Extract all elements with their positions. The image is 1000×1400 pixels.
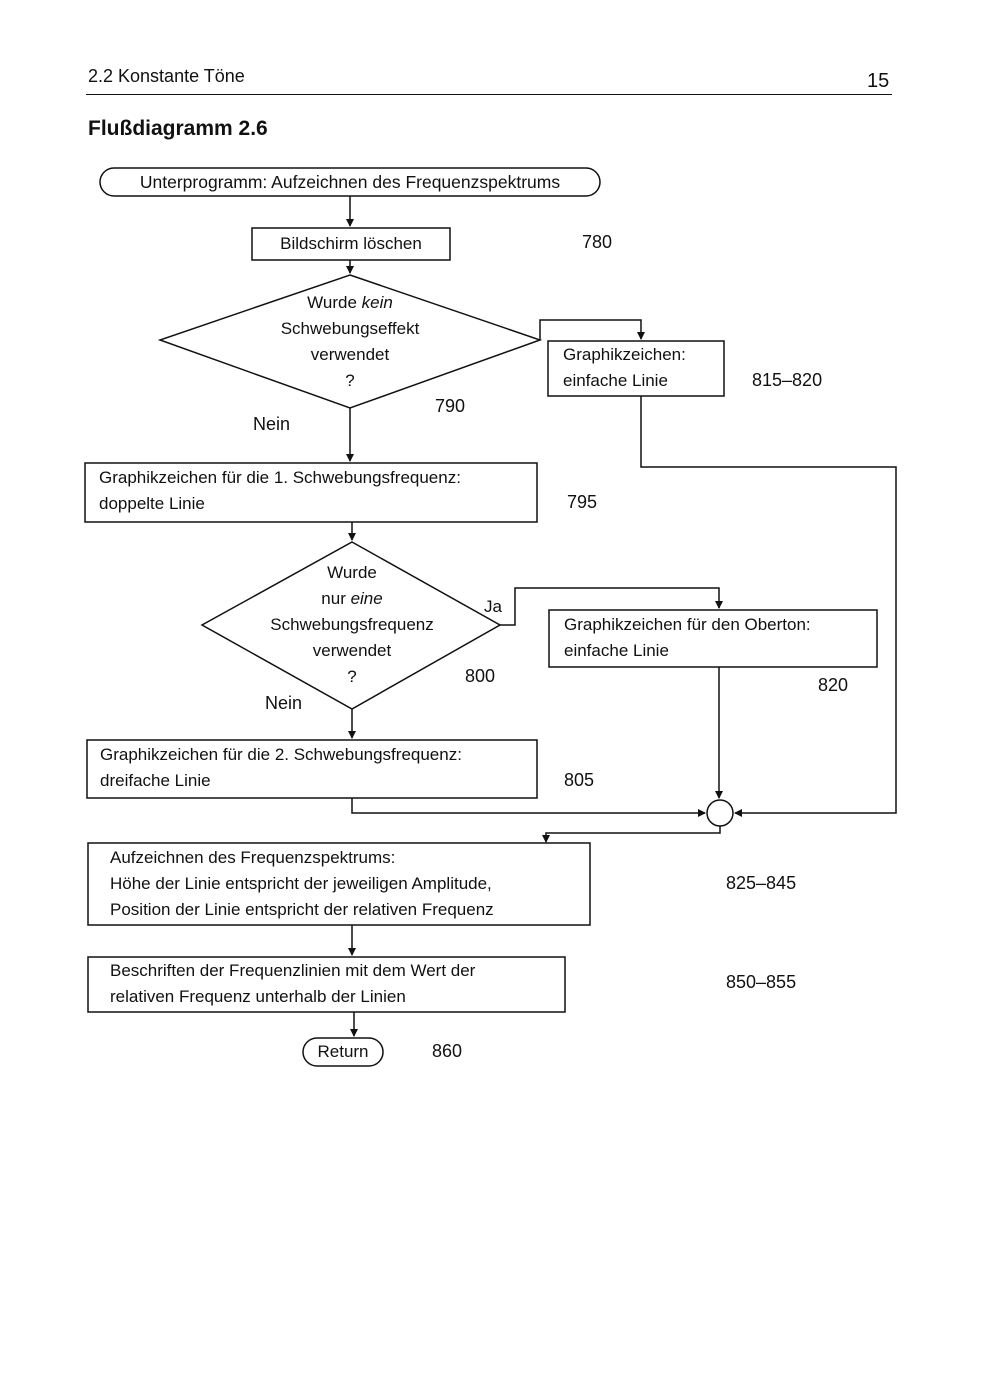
overtone-line1: Graphikzeichen für den Oberton: (564, 615, 811, 634)
line-number-label: 850–855 (726, 972, 797, 992)
header-rule (86, 94, 892, 95)
decision-no-beat-line3: verwendet (310, 345, 390, 364)
beat1-line2: doppelte Linie (99, 494, 205, 513)
overtone-box: Graphikzeichen für den Oberton: einfache… (564, 612, 811, 664)
edge-label-nein-2: Nein (265, 693, 303, 713)
beat2-box: Graphikzeichen für die 2. Schwebungsfreq… (100, 742, 462, 794)
decision-one-beat-line4: verwendet (312, 641, 392, 660)
label-lines-line1: Beschriften der Frequenzlinien mit dem W… (110, 961, 476, 980)
plot-spectrum-line2: Höhe der Linie entspricht der jeweiligen… (110, 874, 492, 893)
single-line-box-shape (547, 340, 725, 397)
start-terminal-label: Unterprogramm: Aufzeichnen des Frequenzs… (139, 172, 561, 192)
decision-one-beat-line3: Schwebungsfrequenz (270, 615, 434, 634)
edge-label-nein-1: Nein (253, 414, 291, 434)
line-number-plot: 825–845 (726, 873, 797, 893)
line-number-return: 860 (432, 1041, 463, 1061)
label-lines-box-shape (87, 956, 566, 1013)
figure-title: Flußdiagramm 2.6 (88, 117, 268, 140)
line-number-decision-2: 800 (465, 666, 496, 686)
line-number-clear: 780 (582, 232, 613, 252)
beat1-box-shape (84, 462, 538, 523)
decision-one-beat-line1: Wurde (327, 563, 377, 582)
decision-no-beat-emphasis: kein (361, 293, 393, 312)
decision-one-beat-line2: nur (321, 589, 351, 608)
return-terminal: Return (303, 1039, 383, 1065)
decision-one-beat-line5: ? (347, 667, 357, 686)
line-number-beat2: 805 (564, 770, 595, 790)
page-number: 15 (867, 70, 890, 92)
junction-circle (706, 799, 734, 827)
clear-screen-box: Bildschirm löschen (252, 231, 450, 257)
decision-one-beat-emphasis: eine (350, 589, 383, 608)
start-terminal: Unterprogramm: Aufzeichnen des Frequenzs… (100, 169, 600, 195)
overtone-line2: einfache Linie (564, 641, 669, 660)
beat2-box-shape (86, 739, 538, 799)
beat1-box: Graphikzeichen für die 1. Schwebungsfreq… (99, 465, 461, 517)
overtone-box-shape (548, 609, 878, 668)
section-header: 2.2 Konstante Töne (88, 66, 245, 86)
clear-screen-box-shape (251, 227, 451, 261)
beat1-line1: Graphikzeichen für die 1. Schwebungsfreq… (99, 468, 461, 487)
decision-no-beat-line1: Wurde (307, 293, 362, 312)
plot-spectrum-line3: Position der Linie entspricht der relati… (110, 900, 494, 919)
decision-no-beat-line4: ? (345, 371, 355, 390)
plot-spectrum-box: Aufzeichnen des Frequenzspektrums: Höhe … (110, 845, 494, 923)
return-terminal-label: Return (317, 1042, 369, 1061)
plot-spectrum-line1: Aufzeichnen des Frequenzspektrums: (110, 848, 396, 867)
line-number-overtone: 820 (818, 675, 849, 695)
single-line-box: Graphikzeichen: einfache Linie (563, 342, 686, 394)
decision-no-beat-line2: Schwebungseffekt (280, 319, 420, 338)
label-lines-line2: relativen Frequenz unterhalb der Linien (110, 987, 406, 1006)
clear-screen-label: Bildschirm löschen (280, 234, 422, 253)
edge-label-ja: Ja (484, 597, 502, 616)
line-number-single: 815–820 (752, 370, 823, 390)
line-number-beat1: 795 (567, 492, 598, 512)
single-line-line2: einfache Linie (563, 371, 668, 390)
line-number-decision-1: 790 (435, 396, 466, 416)
beat2-line1: Graphikzeichen für die 2. Schwebungsfreq… (100, 745, 462, 764)
single-line-line1: Graphikzeichen: (563, 345, 686, 364)
decision-no-beat: Wurde kein Schwebungseffekt verwendet ? (200, 290, 500, 394)
return-terminal-shape (302, 1037, 384, 1067)
label-lines-box: Beschriften der Frequenzlinien mit dem W… (110, 958, 475, 1010)
beat2-line2: dreifache Linie (100, 771, 211, 790)
decision-one-beat: Wurde nur eine Schwebungsfrequenz verwen… (202, 560, 502, 690)
plot-spectrum-box-shape (87, 842, 591, 926)
